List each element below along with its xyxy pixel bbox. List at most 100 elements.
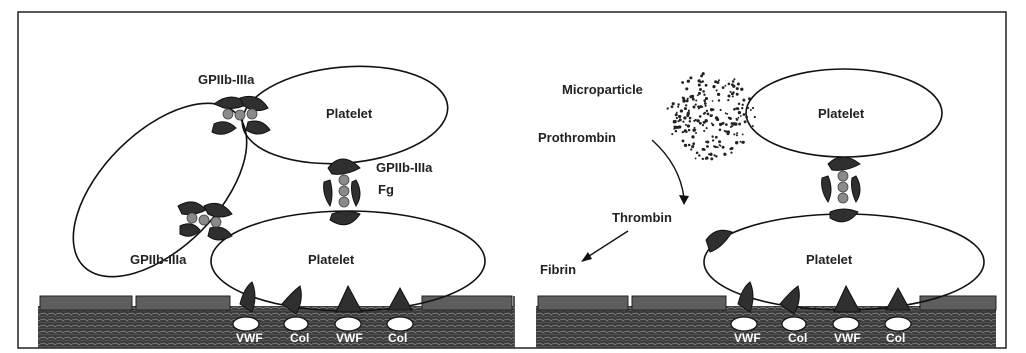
microparticle-dot	[704, 112, 706, 114]
label-prothrombin: Prothrombin	[538, 130, 616, 145]
microparticle-dot	[727, 99, 729, 101]
microparticle-dot	[687, 112, 690, 115]
microparticle-dot	[688, 110, 690, 112]
microparticle-dot	[699, 115, 702, 118]
microparticle-dot	[671, 133, 673, 135]
microparticle-dot	[731, 122, 734, 125]
microparticle-dot	[682, 139, 685, 142]
microparticle-dot	[725, 123, 728, 126]
endothelial-cell	[920, 296, 996, 310]
label-col: Col	[290, 331, 309, 345]
microparticle-dot	[678, 115, 681, 118]
microparticle-dot	[712, 124, 715, 127]
microparticle-dot	[696, 151, 699, 154]
microparticle-dot	[736, 93, 739, 96]
microparticle-dot	[685, 104, 687, 106]
microparticle-dot	[703, 130, 705, 132]
microparticle-dot	[722, 122, 725, 125]
microparticle-dot	[688, 144, 691, 147]
label-fibrinogen: Fg	[378, 182, 394, 197]
microparticle-dot	[731, 92, 734, 95]
microparticle-dot	[698, 107, 700, 109]
microparticle-dot	[736, 134, 738, 136]
microparticle-dot	[738, 123, 741, 126]
microparticle-dot	[741, 107, 743, 109]
label-platelet-top: Platelet	[326, 106, 373, 121]
microparticle-dot	[737, 82, 740, 85]
label-thrombin: Thrombin	[612, 210, 672, 225]
subendothelium-left	[38, 306, 514, 348]
microparticle-dot	[727, 131, 729, 133]
microparticle-dot	[707, 113, 710, 116]
microparticle-dot	[698, 154, 700, 156]
microparticle-dot	[752, 125, 754, 127]
microparticle-dot	[706, 141, 709, 144]
microparticle-dot	[742, 99, 745, 102]
microparticle-dot	[706, 127, 708, 129]
microparticle-dot	[675, 113, 678, 116]
microparticle-dot	[715, 155, 717, 157]
microparticle-dot	[685, 87, 688, 90]
label-col: Col	[788, 331, 807, 345]
endothelial-cell	[422, 296, 512, 310]
microparticle-dot	[695, 129, 697, 131]
microparticle-dot	[745, 116, 748, 119]
microparticle-dot	[740, 88, 743, 91]
microparticle-dot	[716, 89, 718, 91]
microparticle-dot	[727, 94, 730, 97]
microparticle-dot	[740, 115, 742, 117]
microparticle-dot	[695, 157, 697, 159]
microparticle-dot	[710, 108, 713, 111]
microparticle-dot	[736, 119, 738, 121]
microparticle-dot	[705, 84, 708, 87]
microparticle-dot	[675, 130, 678, 133]
microparticle-dot	[688, 129, 691, 132]
microparticle-dot	[730, 126, 732, 128]
microparticle-dot	[709, 114, 712, 117]
label-gpiib-iiia-bottom: GPIIb-IIIa	[130, 252, 187, 267]
label-gpiib-iiia-mid: GPIIb-IIIa	[376, 160, 433, 175]
microparticle-dot	[723, 153, 726, 156]
microparticle-dot	[682, 97, 685, 100]
label-vwf: VWF	[336, 331, 363, 345]
microparticle-dot	[676, 117, 678, 119]
microparticle-dot	[714, 146, 717, 149]
microparticle-dot	[719, 145, 721, 147]
endothelial-cell	[538, 296, 628, 310]
label-platelet-top-right: Platelet	[818, 106, 865, 121]
microparticle-dot	[717, 146, 719, 148]
microparticle-dot	[710, 157, 713, 160]
label-microparticle: Microparticle	[562, 82, 643, 97]
microparticle-dot	[705, 105, 707, 107]
microparticle-dot	[742, 141, 745, 144]
microparticle-dot	[673, 128, 675, 130]
microparticle-dot	[716, 118, 719, 121]
microparticle-dot	[738, 111, 741, 114]
microparticle-dot	[680, 109, 683, 112]
microparticle-dot	[697, 119, 700, 122]
microparticle-dot	[684, 107, 687, 110]
microparticle-dot	[736, 87, 739, 90]
microparticle-dot	[742, 104, 744, 106]
microparticle-dot	[695, 104, 697, 106]
microparticle-dot	[697, 94, 699, 96]
microparticle-dot	[740, 141, 742, 143]
microparticle-dot	[677, 103, 679, 105]
endothelial-cell	[136, 296, 230, 310]
microparticle-dot	[687, 98, 689, 100]
microparticle-dot	[684, 144, 687, 147]
microparticle-dot	[715, 136, 718, 139]
microparticle-dot	[724, 85, 726, 87]
microparticle-dot	[692, 142, 695, 145]
microparticle-dot	[702, 72, 705, 75]
microparticle-dot	[673, 126, 675, 128]
microparticle-dot	[673, 120, 676, 123]
subendothelium-right	[536, 306, 996, 348]
microparticle-dot	[667, 107, 669, 109]
microparticle-dot	[689, 117, 692, 120]
microparticle-dot	[728, 117, 730, 119]
microparticle-dot	[676, 112, 678, 114]
microparticle-dot	[731, 83, 734, 86]
microparticle-dot	[719, 129, 722, 132]
